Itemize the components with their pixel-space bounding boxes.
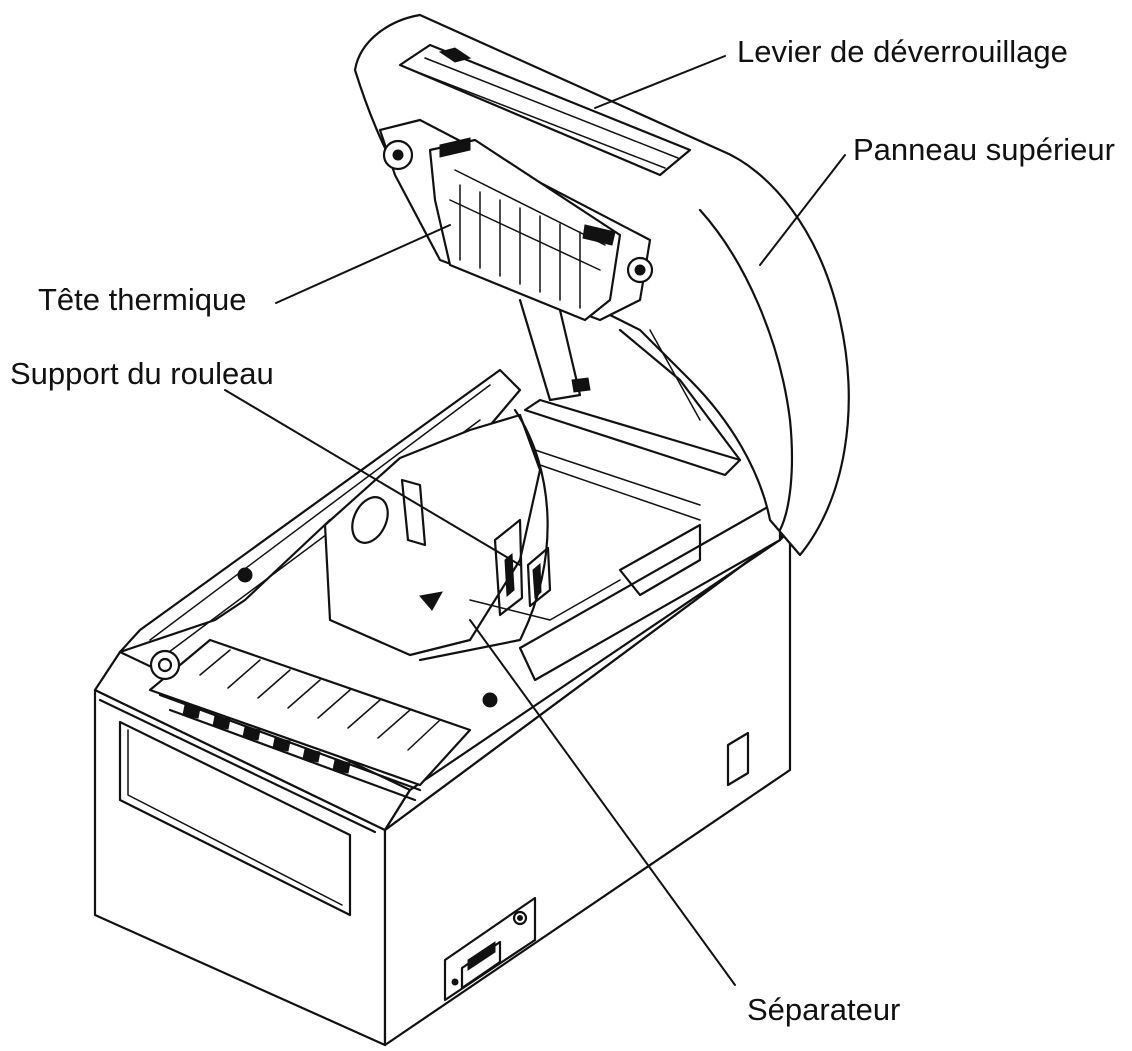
- platen-roller: [148, 567, 498, 802]
- label-release-lever: Levier de déverrouillage: [737, 34, 1068, 69]
- leader-lines: [224, 55, 846, 986]
- leader-top-panel: [759, 154, 846, 266]
- leader-separator: [469, 619, 736, 986]
- leader-thermal-head: [275, 224, 451, 304]
- label-separator: Séparateur: [747, 992, 901, 1027]
- label-thermal-head: Tête thermique: [38, 282, 247, 317]
- top-panel: [353, 13, 850, 557]
- leader-roll-holder: [224, 389, 521, 566]
- leader-release-lever: [594, 55, 726, 109]
- paper-compartment: [118, 368, 782, 682]
- label-roll-holder: Support du rouleau: [10, 356, 274, 391]
- label-top-panel: Panneau supérieur: [853, 132, 1115, 167]
